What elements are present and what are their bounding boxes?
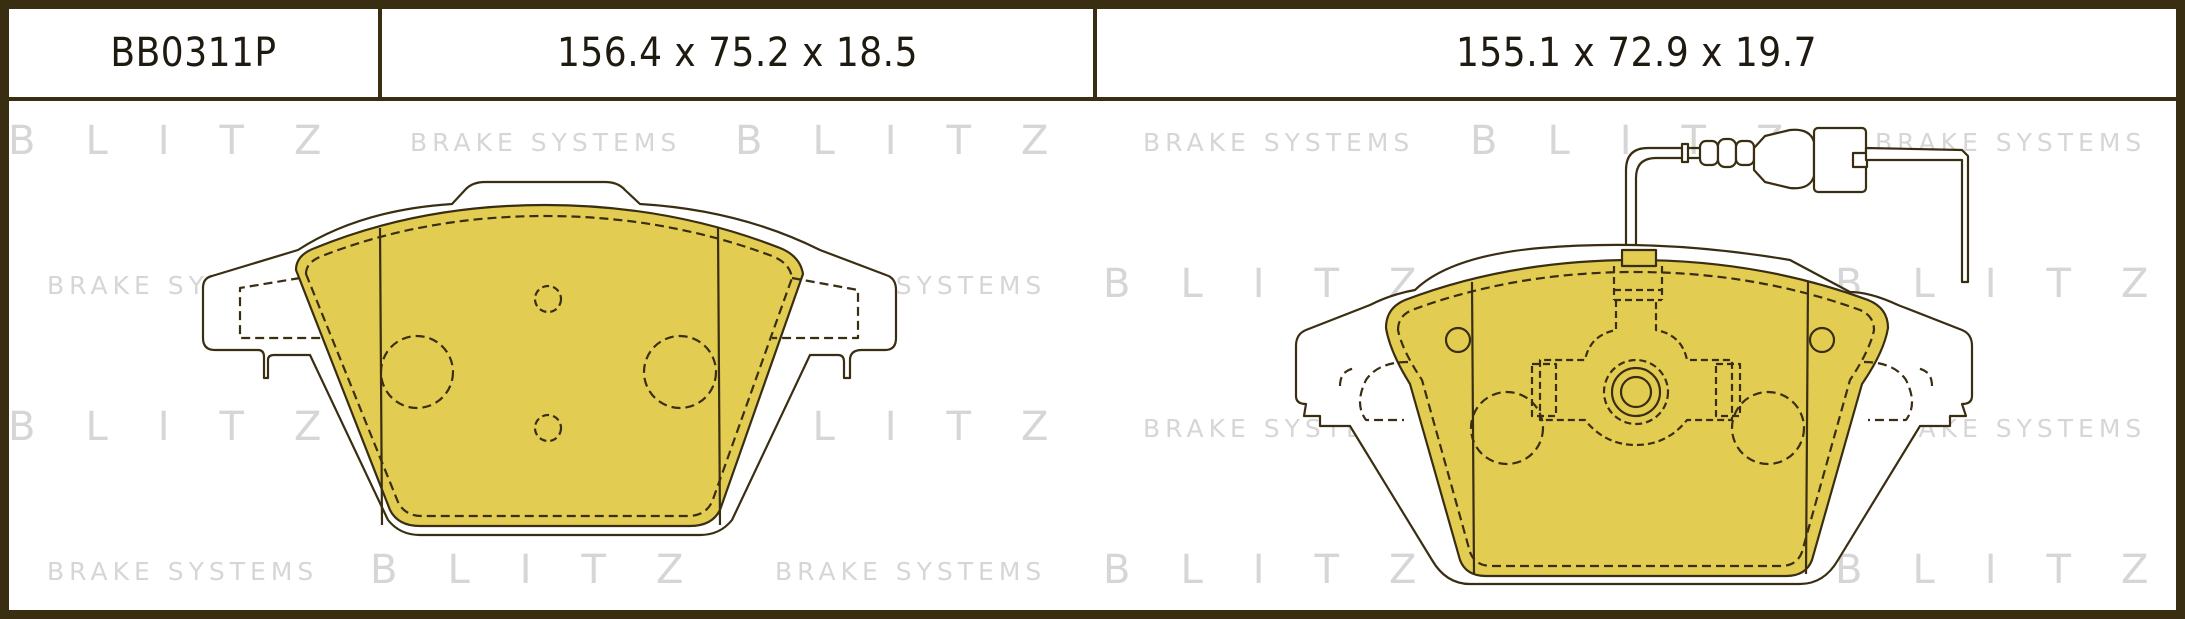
- wear-sensor-cable: [1624, 146, 1700, 250]
- wear-sensor-plug-neck: [1752, 128, 1816, 190]
- wear-sensor-ring: [1680, 142, 1690, 164]
- left-friction-material: [294, 203, 805, 528]
- dimensions-right-pad: 155.1 x 72.9 x 19.7: [1456, 30, 1817, 76]
- right-circle-small-right: [1808, 326, 1836, 354]
- right-circle-small-left: [1444, 326, 1472, 354]
- left-dashed-tab-right: [772, 276, 860, 340]
- watermark-brand: BLITZ: [1835, 547, 2185, 593]
- watermark-tagline: BRAKE SYSTEMS: [410, 128, 682, 157]
- watermark-brand: BLITZ: [735, 404, 1099, 450]
- left-brake-pad: [201, 180, 898, 537]
- watermark-brand: BLITZ: [735, 118, 1099, 164]
- left-circle-large-left: [379, 334, 455, 410]
- watermark-tagline: BRAKE SYSTEMS: [47, 557, 319, 586]
- wear-sensor-clip: [1864, 146, 1970, 284]
- watermark-tagline: BRAKE SYSTEMS: [1143, 128, 1415, 157]
- left-slot-right: [716, 227, 722, 526]
- right-dashed-ear-left-outer: [1338, 366, 1357, 387]
- right-dashed-ear-right-outer: [1915, 366, 1934, 387]
- spec-header: BB0311P 156.4 x 75.2 x 18.5 155.1 x 72.9…: [9, 9, 2176, 101]
- right-dashed-ear-right: [1863, 360, 1914, 422]
- left-circle-small-bottom: [533, 413, 563, 443]
- watermark-brand: BLITZ: [8, 118, 372, 164]
- right-dashed-ear-left: [1358, 360, 1409, 422]
- sensor-mount-top: [1620, 248, 1658, 268]
- dimensions-left-pad: 156.4 x 75.2 x 18.5: [382, 9, 1097, 97]
- sensor-mount-ring-middle: [1610, 366, 1662, 418]
- right-slot-left: [1470, 281, 1476, 575]
- right-slot-right: [1804, 281, 1810, 575]
- sensor-mount-tab-left: [1530, 362, 1558, 418]
- sensor-mount-ring-inner: [1619, 375, 1653, 409]
- right-circle-large-left: [1469, 390, 1545, 466]
- watermark-brand: BLITZ: [1103, 261, 1467, 307]
- left-slot-left: [378, 227, 384, 526]
- watermark-brand: BLITZ: [8, 404, 372, 450]
- sensor-mount-tab-right: [1714, 362, 1742, 418]
- sensor-mount-dashed: [1612, 266, 1664, 302]
- wear-sensor-boot: [1716, 137, 1738, 169]
- left-dashed-tab-left: [238, 276, 325, 340]
- right-brake-pad: [1294, 126, 1974, 586]
- wear-sensor-boot: [1734, 139, 1756, 167]
- right-friction-dashed-outline: [1396, 270, 1876, 568]
- watermark-brand: BLITZ: [1103, 547, 1467, 593]
- sensor-mount-ring-outer: [1602, 358, 1670, 426]
- wear-sensor-cable-inner: [1634, 156, 1700, 250]
- right-circle-large-right: [1730, 390, 1806, 466]
- wear-sensor-boot: [1698, 139, 1720, 167]
- watermark-brand: BLITZ: [370, 547, 734, 593]
- left-circle-large-right: [642, 334, 718, 410]
- left-circle-small-top: [533, 284, 563, 314]
- right-friction-material: [1384, 258, 1890, 578]
- watermark-tagline: BRAKE SYSTEMS: [775, 557, 1047, 586]
- part-number: BB0311P: [9, 9, 382, 97]
- left-friction-dashed-outline: [304, 214, 794, 518]
